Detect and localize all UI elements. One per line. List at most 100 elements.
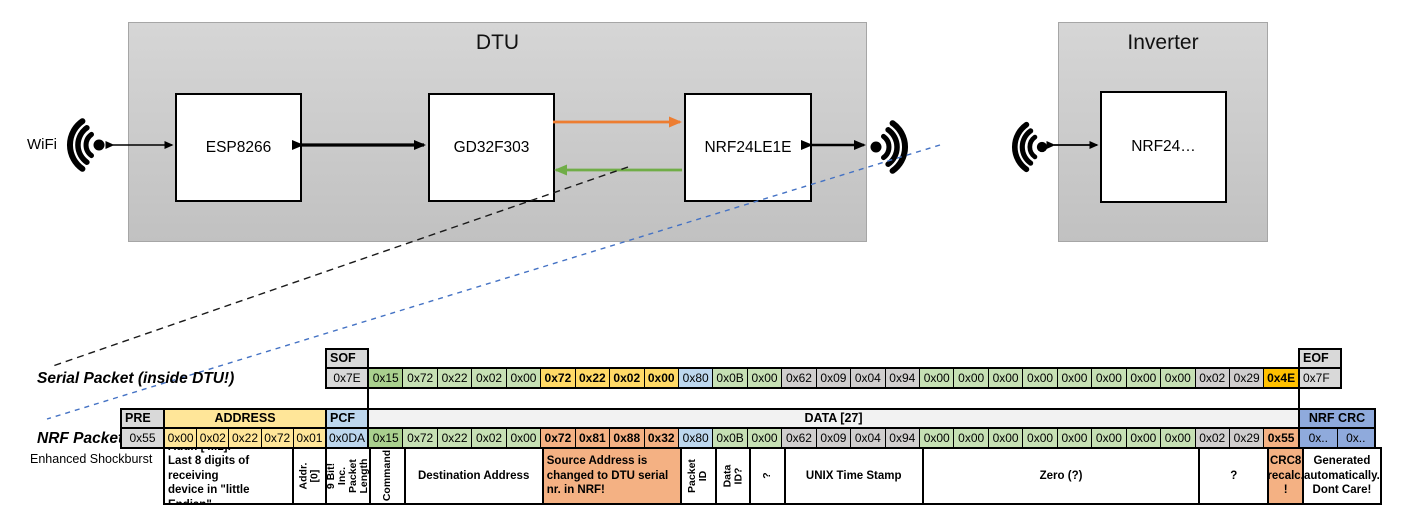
serial-byte-cell: 0x22 [437,369,473,387]
pre-header-cell: PRE [120,408,165,429]
pcf-value-cell: 0x0DA [325,427,369,449]
nrf-crc-byte-cell: 0x.. [1300,429,1338,447]
annotation-text: Packet ID [686,459,710,493]
annotation-text: CRC8 recalc. ! [1267,455,1304,497]
serial-byte-cell: 0x62 [782,369,817,387]
annotation-text: Command [380,450,393,502]
serial-byte-cell: 0x00 [920,369,955,387]
annotation-text: Source Address is changed to DTU serial … [546,455,669,497]
serial-byte-cell: 0x94 [885,369,920,387]
pcf-header-cell: PCF [325,408,369,429]
nrf-byte-cell: 0x80 [678,429,714,447]
dtu-title: DTU [475,31,520,54]
annotation-text: Data ID? [720,464,744,488]
annotation-text: Generated automatically. Dont Care! [1304,455,1380,497]
data-header-text: DATA [27] [804,411,863,426]
serial-byte-cell: 0x00 [644,369,679,387]
nrf-byte-cell: 0x00 [747,429,783,447]
annotation-addr-4-1: Addr. [4..1]: Last 8 digits of receiving… [163,447,295,505]
pcf-header-text: PCF [330,411,355,426]
annotation-data-id: Data ID? [714,447,752,505]
inverter-nrf24-box: NRF24… [1100,91,1227,203]
serial-byte-cell: 0x00 [954,369,989,387]
nrf-byte-cell: 0x72 [403,429,438,447]
serial-byte-cell: 0x00 [1023,369,1058,387]
serial-byte-cell: 0x00 [747,369,783,387]
eof-value-cell: 0x7F [1298,367,1342,389]
wifi-label: WiFi [27,136,57,153]
nrf-byte-cell: 0x00 [1126,429,1162,447]
pre-value-cell: 0x55 [120,427,165,449]
annotation-zero: Zero (?) [921,447,1201,505]
serial-byte-cell: 0x09 [816,369,852,387]
nrf-packet-sublabel: Enhanced Shockburst [30,452,153,466]
wifi-signal-icon-inverter [1012,121,1048,173]
annotation-source-address-is: Source Address is changed to DTU serial … [541,447,682,505]
wifi-signal-icon-right [870,120,908,174]
annotation-text: 9 Bit! Inc. Packet Length [324,458,370,494]
eof-header-cell: EOF [1298,348,1342,369]
nrf-address-byte-cell: 0x00 [165,429,198,447]
serial-byte-cell: 0x00 [1126,369,1162,387]
pre-header-text: PRE [125,411,151,426]
annotation-crc8: CRC8 recalc. ! [1267,447,1304,505]
serial-byte-cell: 0x02 [472,369,507,387]
nrf-byte-cell: 0x00 [1057,429,1093,447]
annotation-generated: Generated automatically. Dont Care! [1301,447,1382,505]
serial-byte-cell: 0x29 [1229,369,1265,387]
gd32f303-box: GD32F303 [428,93,555,202]
sof-value-text: 0x7E [333,371,361,385]
nrf-byte-cell: 0x02 [472,429,507,447]
nrf-address-byte-cell: 0x02 [197,429,230,447]
nrf-crc-byte-cell: 0x.. [1337,429,1374,447]
esp8266-box: ESP8266 [175,93,302,202]
nrf-byte-cell: 0x72 [541,429,576,447]
serial-packet-label: Serial Packet (inside DTU!) [37,370,235,387]
nrf-address-byte-cell: 0x22 [229,429,262,447]
esp8266-label: ESP8266 [205,138,272,156]
inverter-title: Inverter [1127,31,1199,54]
nrf-byte-cell: 0x55 [1264,429,1298,447]
nrf-address-byte-cell: 0x01 [293,429,326,447]
annotation-: ? [749,447,786,505]
serial-byte-cell: 0x72 [541,369,576,387]
nrf-byte-cell: 0x0B [713,429,748,447]
gd32f303-label: GD32F303 [453,138,530,156]
serial-byte-cell: 0x00 [988,369,1024,387]
annotation-text: Zero (?) [1039,469,1083,482]
annotation-destination-address: Destination Address [403,447,544,505]
nrf-crc-byte-row: 0x..0x.. [1298,427,1376,449]
nrf-byte-cell: 0x00 [920,429,955,447]
sof-header-cell: SOF [325,348,369,369]
annotation-command: Command [368,447,406,505]
nrf-crc-header-cell: NRF CRC [1298,408,1376,429]
serial-byte-cell: 0x72 [403,369,438,387]
nrf-byte-cell: 0x15 [369,429,404,447]
annotation-unix-time-stamp: UNIX Time Stamp [783,447,924,505]
annotation-text: Addr. [4..1]: Last 8 digits of receiving… [168,447,250,505]
nrf-byte-cell: 0x09 [816,429,852,447]
nrf-byte-cell: 0x00 [506,429,542,447]
serial-byte-cell: 0x22 [575,369,611,387]
inverter-nrf24-label: NRF24… [1131,138,1196,155]
annotation-text: ? [760,472,773,480]
serial-byte-cell: 0x00 [1092,369,1127,387]
serial-byte-cell: 0x04 [851,369,886,387]
nrf-byte-cell: 0x81 [575,429,611,447]
nrf-byte-cell: 0x00 [954,429,989,447]
nrf-byte-cell: 0x02 [1195,429,1230,447]
serial-byte-cell: 0x00 [1057,369,1093,387]
serial-byte-cell: 0x80 [678,369,714,387]
annotation-9-bit: 9 Bit! Inc. Packet Length [324,447,371,505]
address-header-cell: ADDRESS [163,408,327,429]
nrf-byte-cell: 0x00 [988,429,1024,447]
nrf-annotation-row: Addr. [4..1]: Last 8 digits of receiving… [163,447,1382,505]
sof-value-cell: 0x7E [325,367,369,389]
annotation-addr-0: Addr.[0] [292,447,327,505]
nrf24le1e-box: NRF24LE1E [684,93,812,202]
annotation-text: Addr.[0] [297,462,321,490]
nrf-byte-cell: 0x22 [437,429,473,447]
